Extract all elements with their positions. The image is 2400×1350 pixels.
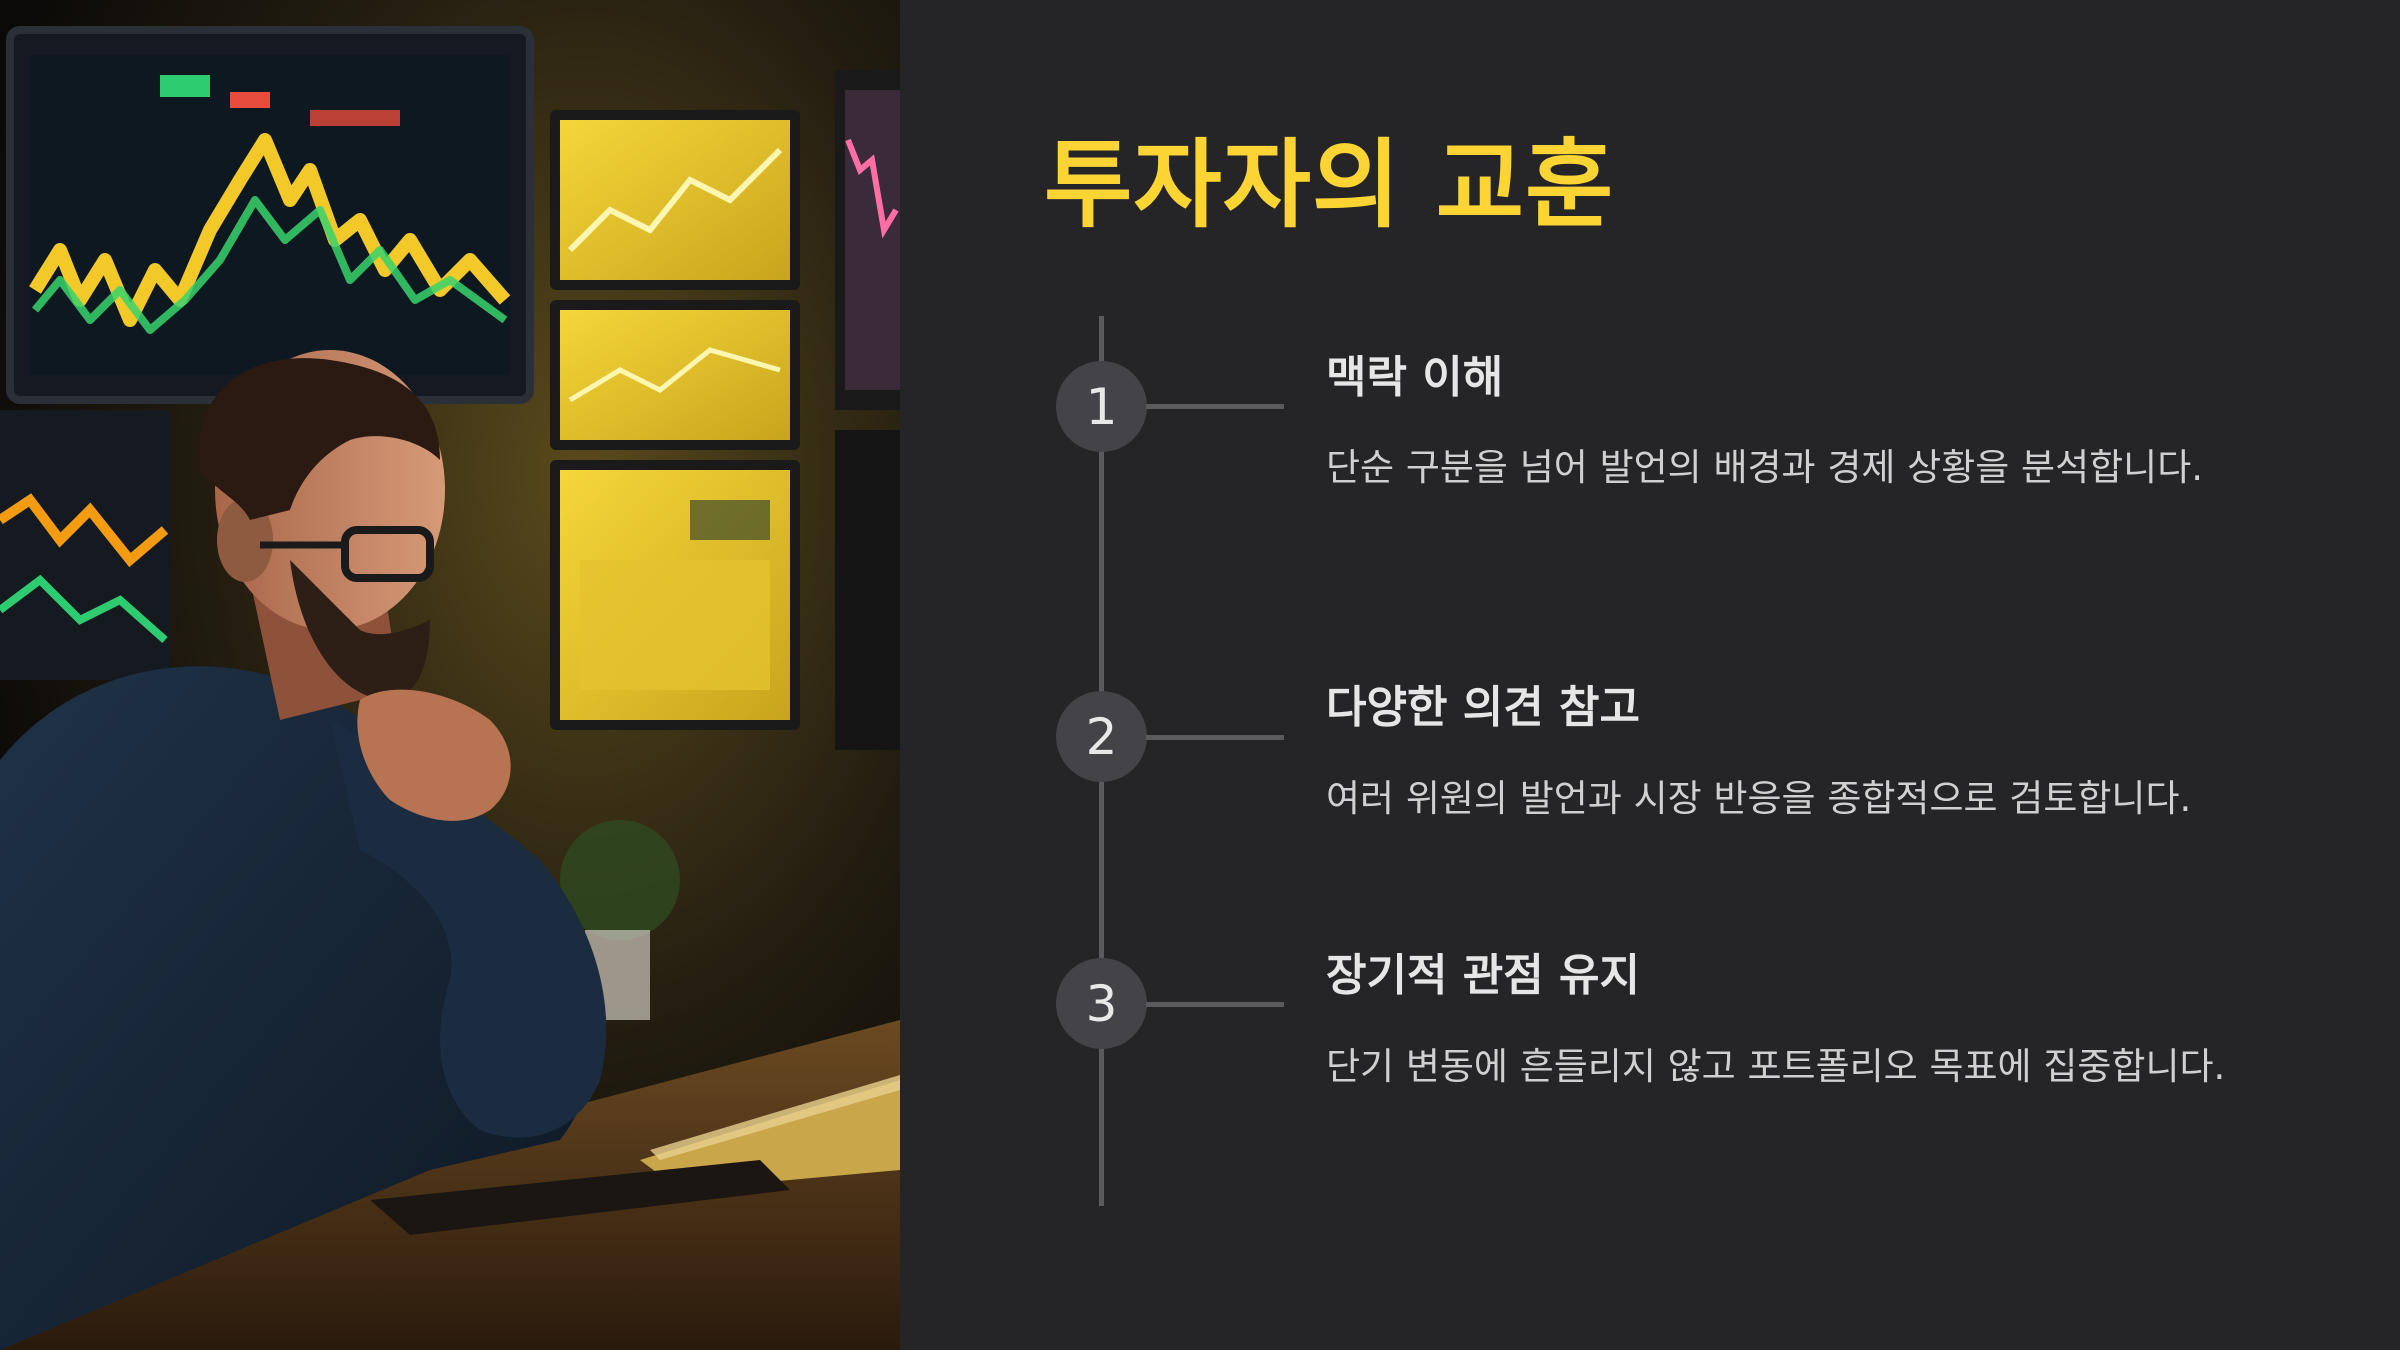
- step-2-connector: [1146, 735, 1284, 740]
- step-3-connector: [1146, 1002, 1284, 1007]
- step-2-heading: 다양한 의견 참고: [1326, 682, 1640, 733]
- step-1-heading: 맥락 이해: [1326, 352, 1504, 403]
- step-1-number: 1: [1085, 377, 1118, 436]
- step-3-number: 3: [1085, 974, 1118, 1033]
- slide-title: 투자자의 교훈: [1044, 129, 1615, 241]
- investor-photo-illustration: [0, 0, 900, 1350]
- step-2-description: 여러 위원의 발언과 시장 반응을 종합적으로 검토합니다.: [1326, 777, 2192, 820]
- step-3-number-badge: 3: [1056, 958, 1147, 1049]
- step-2-number: 2: [1085, 707, 1118, 766]
- step-3-description: 단기 변동에 흔들리지 않고 포트폴리오 목표에 집중합니다.: [1326, 1045, 2226, 1088]
- step-1-description: 단순 구분을 넘어 발언의 배경과 경제 상황을 분석합니다.: [1326, 446, 2204, 489]
- step-1-connector: [1146, 404, 1284, 409]
- step-2-number-badge: 2: [1056, 691, 1147, 782]
- step-1-number-badge: 1: [1056, 361, 1147, 452]
- step-3-heading: 장기적 관점 유지: [1326, 950, 1640, 1001]
- investor-photo: [0, 0, 900, 1350]
